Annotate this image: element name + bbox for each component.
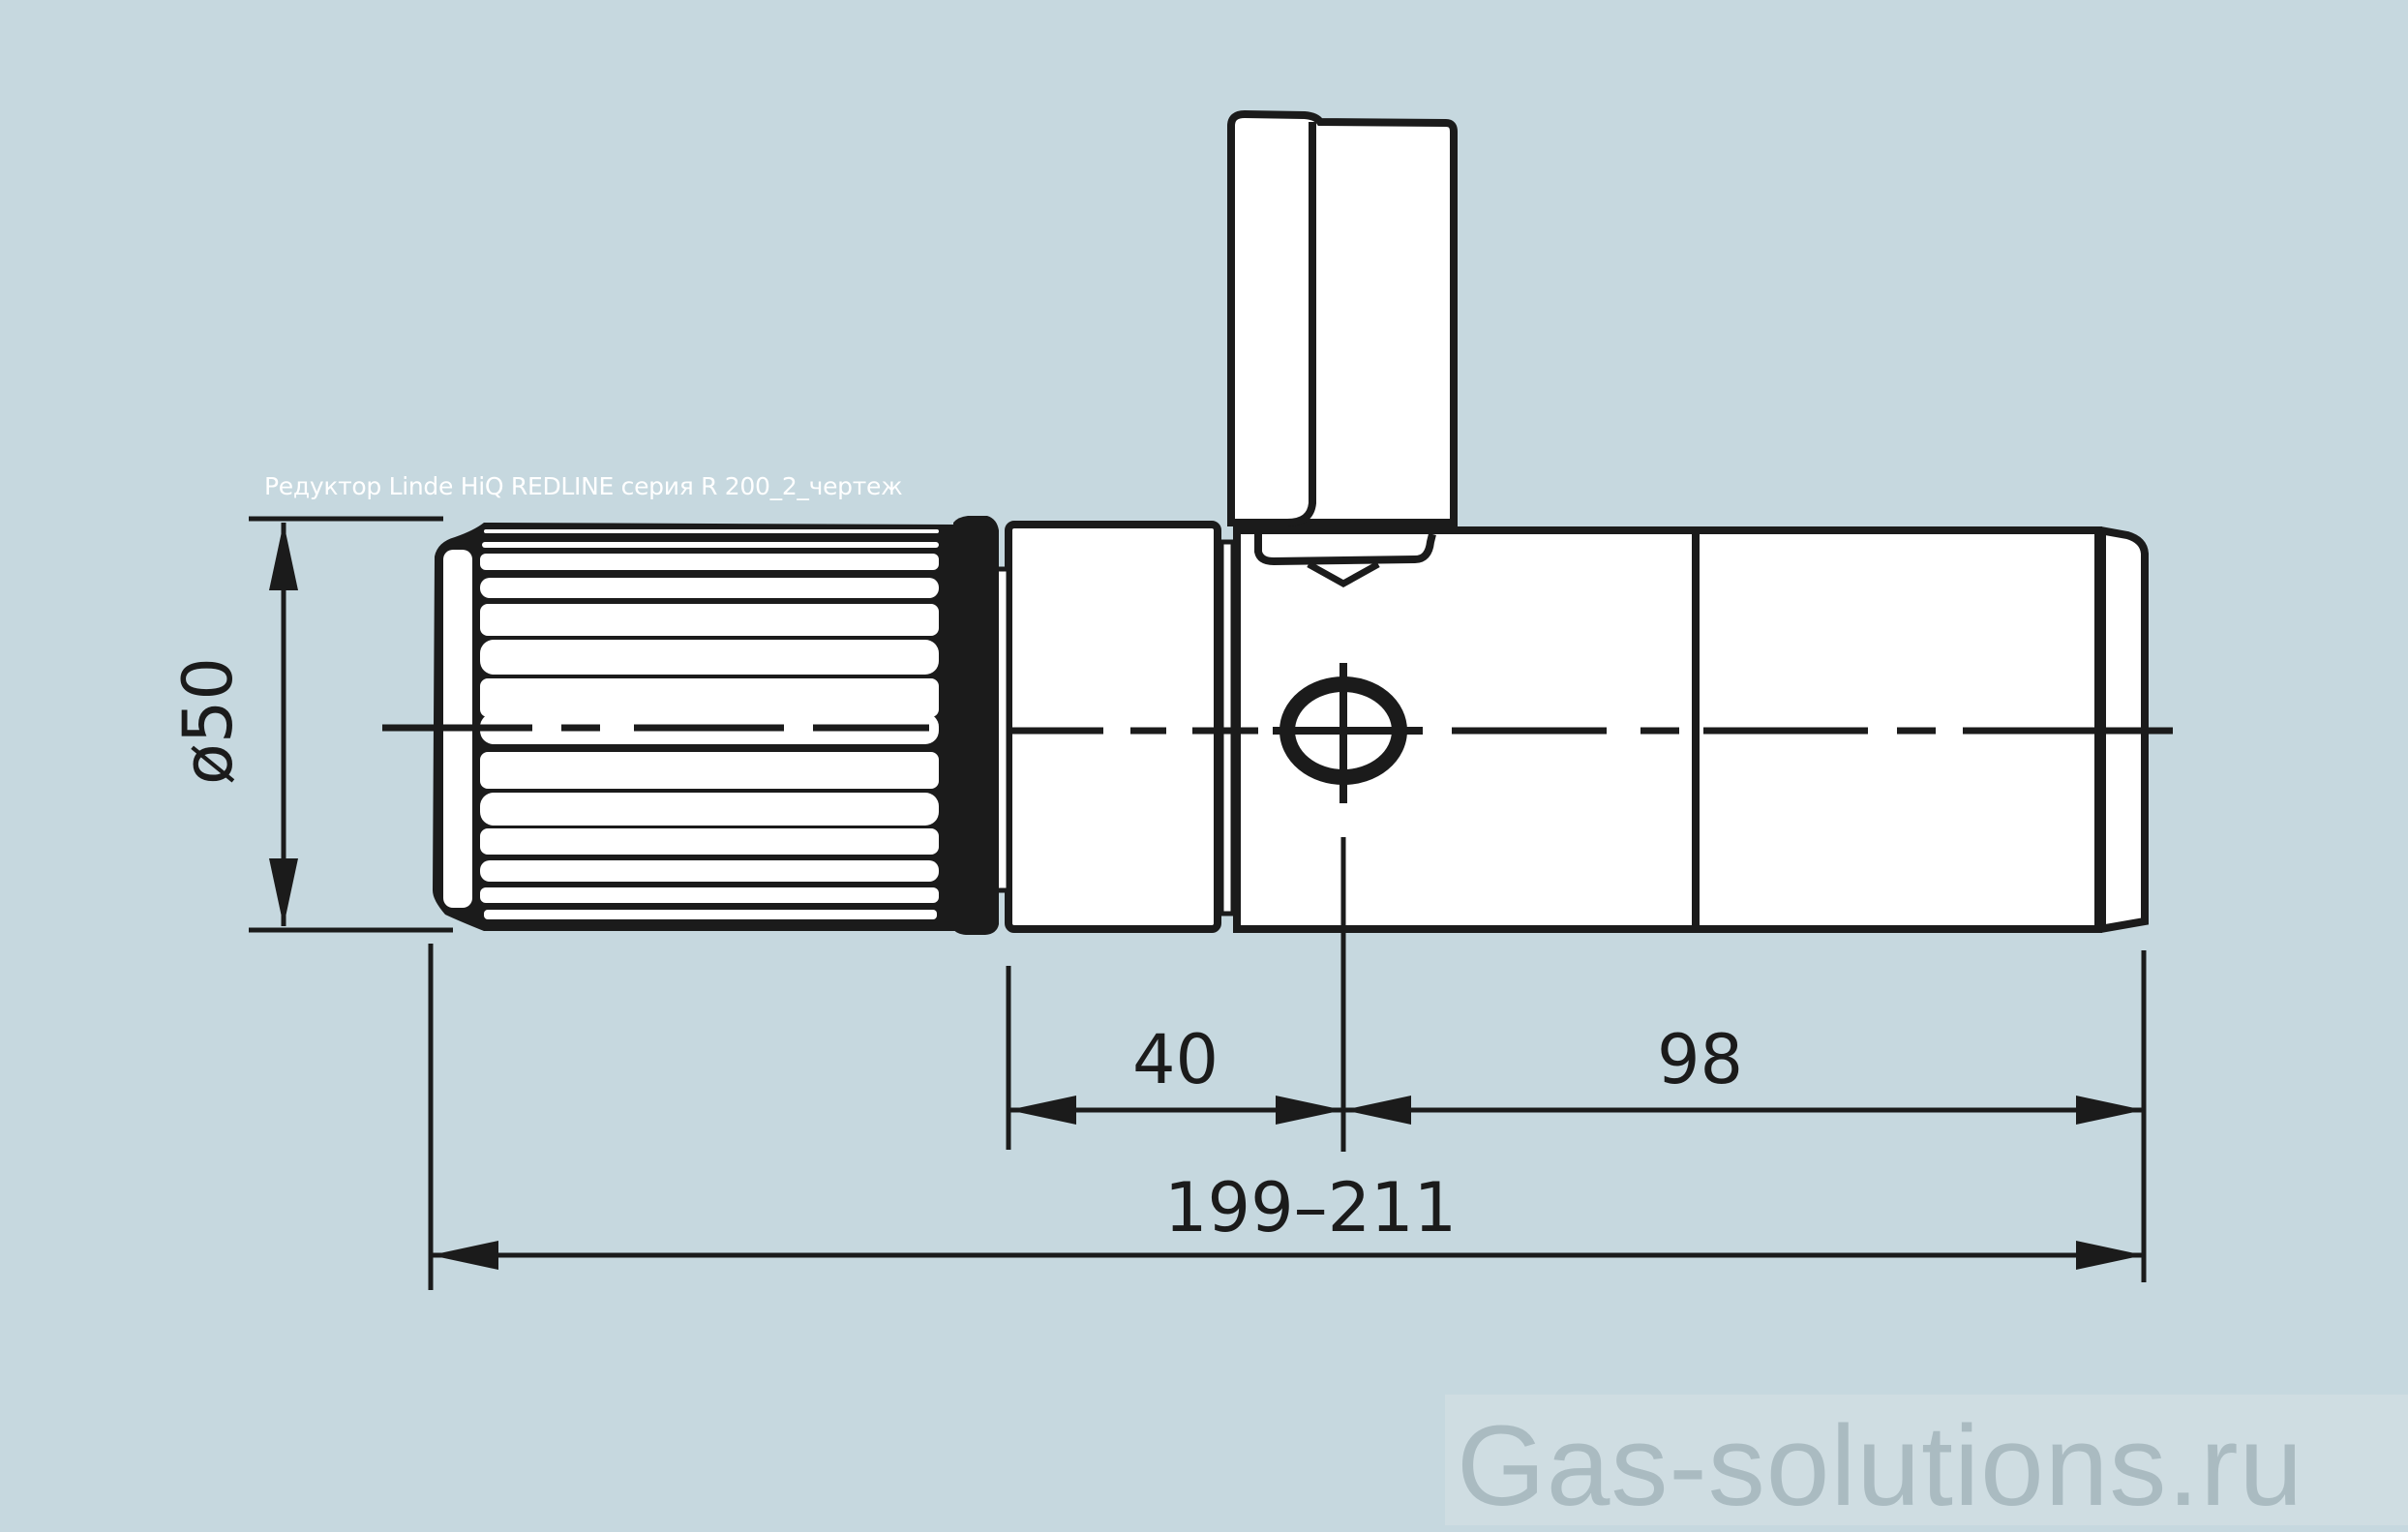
bonnet-collar (1005, 521, 1236, 933)
outlet-port-symbol (1273, 663, 1423, 803)
watermark-text: Gas-solutions.ru (1457, 1402, 2304, 1530)
segment-left-label: 40 (1132, 1020, 1219, 1099)
overall-length-label: 199–211 (1164, 1168, 1458, 1247)
segment-right-label: 98 (1657, 1020, 1744, 1099)
diameter-dimension (249, 516, 453, 933)
centerline (382, 724, 2173, 735)
inlet-connector (1227, 109, 1458, 526)
segment-dimensions (1006, 837, 2147, 1282)
watermark-banner: Gas-solutions.ru (1445, 1395, 2408, 1530)
diameter-label: ø50 (168, 657, 248, 785)
drawing-caption: Редуктор Linde HiQ REDLINE серия R 200_2… (264, 472, 903, 500)
overall-length-dimension (428, 944, 2144, 1290)
